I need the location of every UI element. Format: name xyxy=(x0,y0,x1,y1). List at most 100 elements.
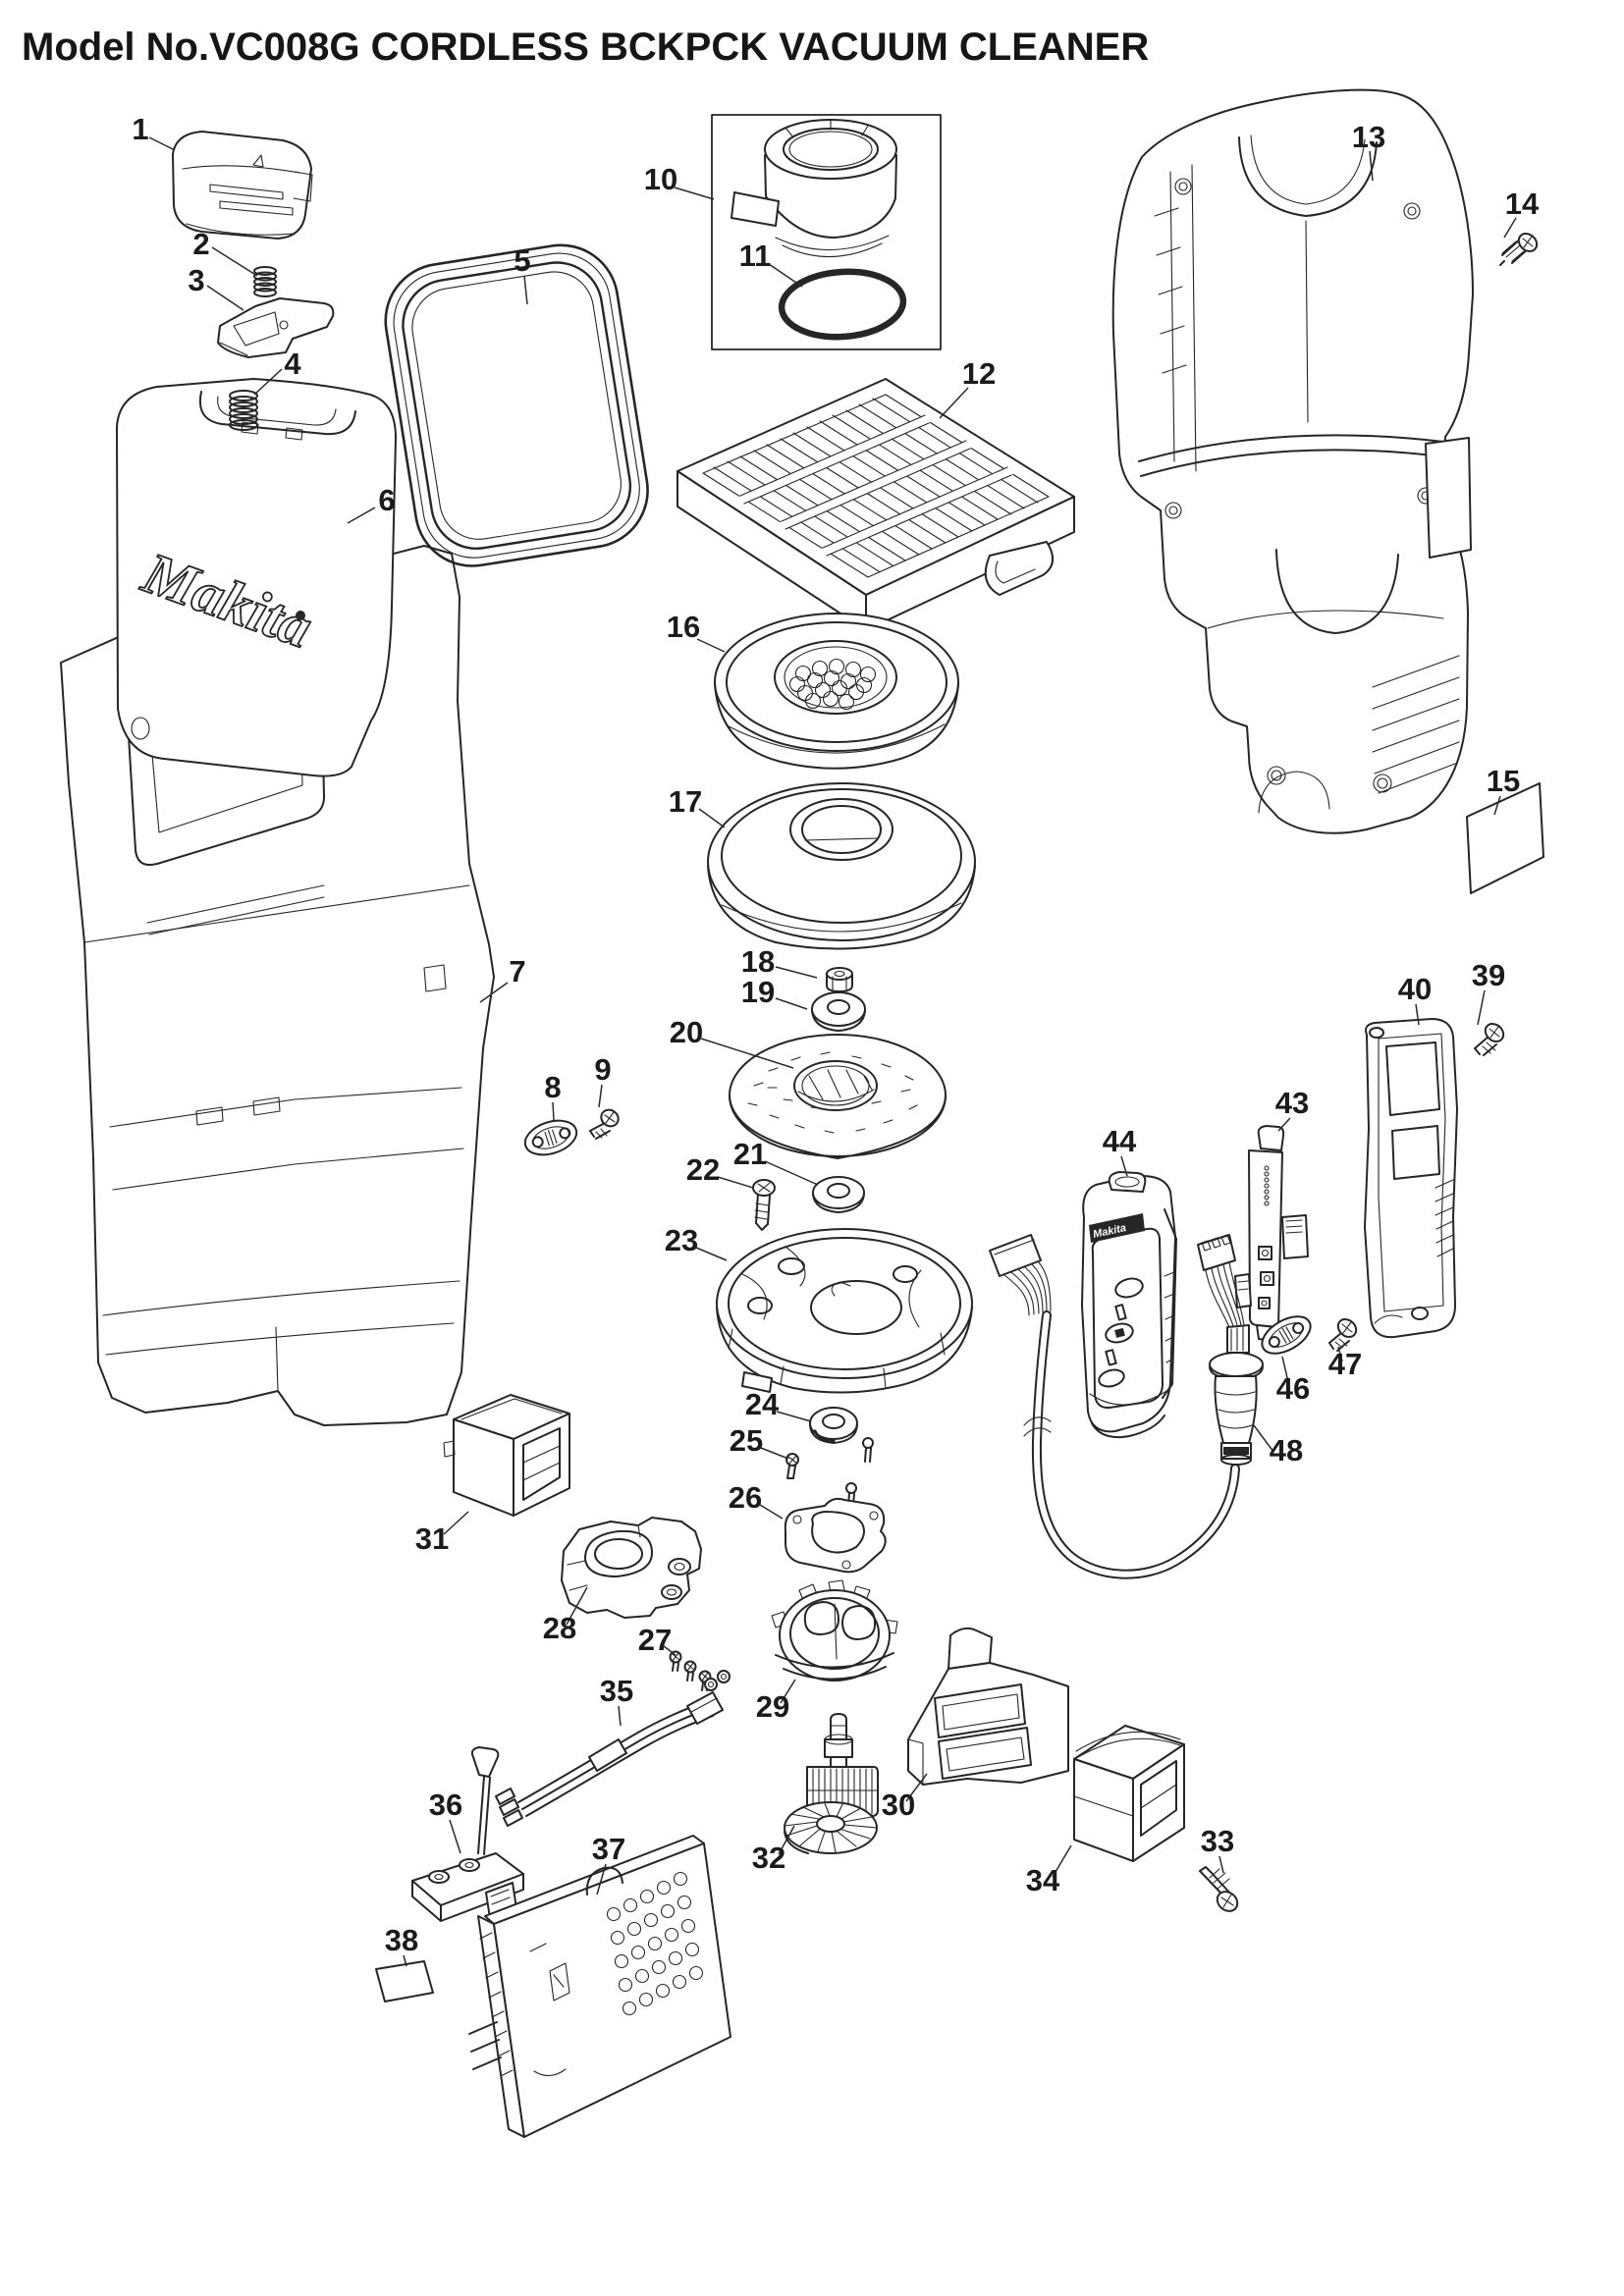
part-label-12-hepa-filter: 12 xyxy=(962,356,996,391)
part-39-leader-line xyxy=(1477,989,1486,1026)
part-3-leader-line xyxy=(206,285,244,311)
part-label-7-tank-body: 7 xyxy=(509,954,525,988)
part-label-37-controller: 37 xyxy=(592,1832,625,1866)
part-21-leader-line xyxy=(764,1160,819,1186)
part-27-leader-line xyxy=(663,1645,677,1656)
part-label-48-cord-bushing: 48 xyxy=(1270,1433,1303,1468)
part-10-leader-line xyxy=(674,187,715,200)
part-label-34-sponge-holder: 34 xyxy=(1026,1863,1060,1897)
part-9-leader-line xyxy=(598,1084,603,1108)
part-label-22-screw: 22 xyxy=(686,1152,720,1187)
part-35-leader-line xyxy=(618,1705,622,1727)
part-30-leader-line xyxy=(905,1773,928,1802)
part-48-leader-line xyxy=(1253,1424,1274,1453)
part-label-39-tapping-screw: 39 xyxy=(1472,958,1505,992)
part-3-art xyxy=(217,297,335,358)
part-47-art xyxy=(1328,1318,1358,1352)
part-9-art xyxy=(589,1108,620,1140)
part-29-leader-line xyxy=(780,1679,796,1704)
part-29-art xyxy=(771,1579,898,1682)
part-36-art xyxy=(411,1746,524,1922)
part-2-leader-line xyxy=(211,246,258,277)
part-26-art xyxy=(784,1497,887,1574)
part-46-art xyxy=(1261,1315,1312,1355)
part-24-art xyxy=(809,1407,858,1444)
part-47-leader-line xyxy=(1337,1346,1343,1362)
part-22-leader-line xyxy=(717,1176,754,1189)
part-17-leader-line xyxy=(698,808,726,828)
part-40-leader-line xyxy=(1415,1003,1420,1026)
part-6-art: Makita xyxy=(116,378,397,777)
inset-box xyxy=(711,114,942,350)
part-33-leader-line xyxy=(1218,1855,1224,1874)
part-label-15-caution-label: 15 xyxy=(1487,764,1520,798)
part-26-leader-line xyxy=(759,1504,784,1520)
part-label-1-cover-lock: 1 xyxy=(132,112,148,146)
part-label-27-terminal-screws: 27 xyxy=(638,1623,672,1657)
part-36-leader-line xyxy=(449,1819,461,1854)
part-12-leader-line xyxy=(939,387,969,419)
part-label-16-pre-filter: 16 xyxy=(667,610,700,644)
part-label-9-tapping-screw: 9 xyxy=(594,1052,611,1087)
part-label-40-battery-guide: 40 xyxy=(1398,972,1432,1006)
part-34-leader-line xyxy=(1052,1844,1072,1878)
part-label-33-tapping-screw: 33 xyxy=(1201,1824,1234,1858)
part-8-art xyxy=(523,1119,578,1156)
part-label-10-ring-collar: 10 xyxy=(644,162,677,196)
part-37-leader-line xyxy=(596,1863,607,1896)
page-title: Model No.VC008G CORDLESS BCKPCK VACUUM C… xyxy=(22,26,1150,69)
part-24-leader-line xyxy=(776,1411,812,1422)
part-28-leader-line xyxy=(566,1586,588,1626)
part-label-13-housing-rear: 13 xyxy=(1352,120,1385,154)
part-label-21-washer: 21 xyxy=(733,1137,767,1171)
part-10-art xyxy=(731,119,897,258)
part-1-leader-line xyxy=(148,136,176,151)
part-5-art xyxy=(384,243,649,567)
part-18-art xyxy=(826,967,853,992)
part-2-art xyxy=(253,266,277,297)
part-44-leader-line xyxy=(1120,1155,1128,1177)
part-46-leader-line xyxy=(1281,1356,1290,1387)
part-31-art xyxy=(443,1394,570,1517)
part-35-art xyxy=(495,1670,731,1827)
part-label-11-o-ring: 11 xyxy=(739,239,772,273)
part-5-leader-line xyxy=(523,275,528,305)
part-16-art xyxy=(714,613,959,770)
part-label-38-name-plate: 38 xyxy=(385,1923,418,1957)
part-33-art xyxy=(1199,1866,1239,1912)
part-label-31-terminal-case: 31 xyxy=(415,1522,449,1556)
part-label-36-switch-assembly: 36 xyxy=(429,1788,462,1822)
part-30-art xyxy=(907,1627,1069,1786)
part-label-6-tank-cover: 6 xyxy=(378,483,395,517)
part-32-art xyxy=(784,1713,879,1854)
part-label-47-tapping-screw: 47 xyxy=(1328,1347,1362,1381)
part-25-leader-line xyxy=(760,1447,789,1460)
part-4-art xyxy=(229,390,258,431)
part-12-art xyxy=(677,378,1075,631)
part-39-art xyxy=(1474,1023,1505,1056)
part-19-leader-line xyxy=(775,997,808,1010)
part-21-art xyxy=(812,1176,865,1213)
part-1-art xyxy=(172,131,313,240)
part-20-leader-line xyxy=(700,1038,794,1069)
part-15-leader-line xyxy=(1493,795,1501,816)
part-label-19-flat-washer: 19 xyxy=(741,975,775,1009)
part-label-24-bearing: 24 xyxy=(745,1387,780,1421)
part-label-43-switch-pcb: 43 xyxy=(1275,1086,1309,1120)
part-43-leader-line xyxy=(1277,1117,1291,1132)
part-23-leader-line xyxy=(695,1247,728,1261)
part-label-44-remote-controller: 44 xyxy=(1103,1124,1137,1158)
part-16-leader-line xyxy=(696,638,726,653)
part-18-leader-line xyxy=(775,966,818,979)
part-label-25-screw: 25 xyxy=(730,1423,763,1458)
part-25-art xyxy=(785,1437,874,1507)
part-14-art xyxy=(1499,233,1539,266)
part-23-art xyxy=(716,1228,973,1394)
part-13-leader-line xyxy=(1369,150,1374,182)
part-4-leader-line xyxy=(253,368,283,396)
part-label-8-cord-clip: 8 xyxy=(544,1070,561,1104)
part-label-30-air-duct: 30 xyxy=(882,1788,915,1822)
part-label-2-spring: 2 xyxy=(192,227,209,261)
part-7-leader-line xyxy=(479,982,509,1003)
part-label-17-filter-cover: 17 xyxy=(669,784,702,819)
